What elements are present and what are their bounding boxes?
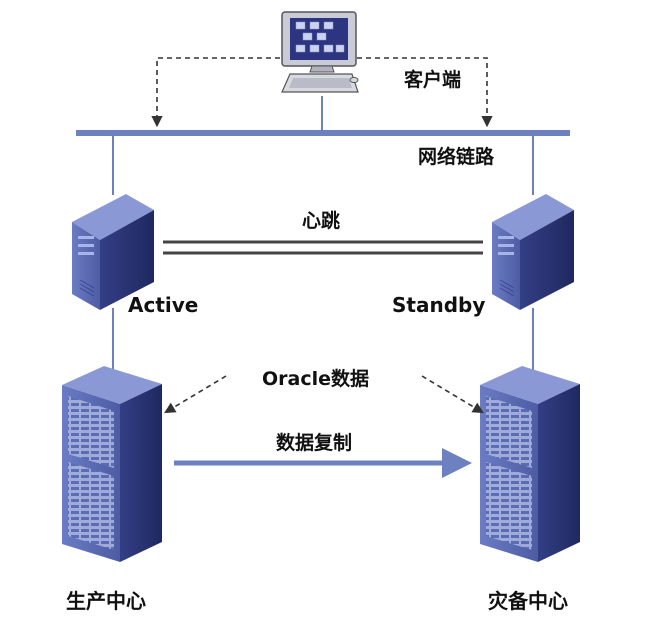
heartbeat-label: 心跳 — [302, 209, 340, 232]
disaster-rack-icon — [480, 366, 580, 562]
production-rack-icon — [62, 366, 162, 562]
oracle-data-label: Oracle数据 — [262, 367, 369, 390]
disaster-label: 灾备中心 — [488, 589, 568, 613]
client-dashed-right — [357, 57, 493, 128]
active-server-icon — [72, 194, 154, 310]
client-computer-icon — [281, 11, 359, 93]
production-label: 生产中心 — [66, 589, 146, 613]
client-dashed-left — [151, 57, 280, 128]
standby-label: Standby — [392, 293, 485, 317]
client-label: 客户端 — [404, 68, 461, 91]
network-bus — [76, 130, 570, 136]
replication-label: 数据复制 — [276, 431, 352, 454]
network-label: 网络链路 — [418, 145, 495, 168]
oracle-arrow-left — [164, 375, 227, 414]
oracle-arrow-right — [421, 375, 484, 414]
standby-server-icon — [492, 194, 574, 310]
active-label: Active — [128, 293, 198, 317]
